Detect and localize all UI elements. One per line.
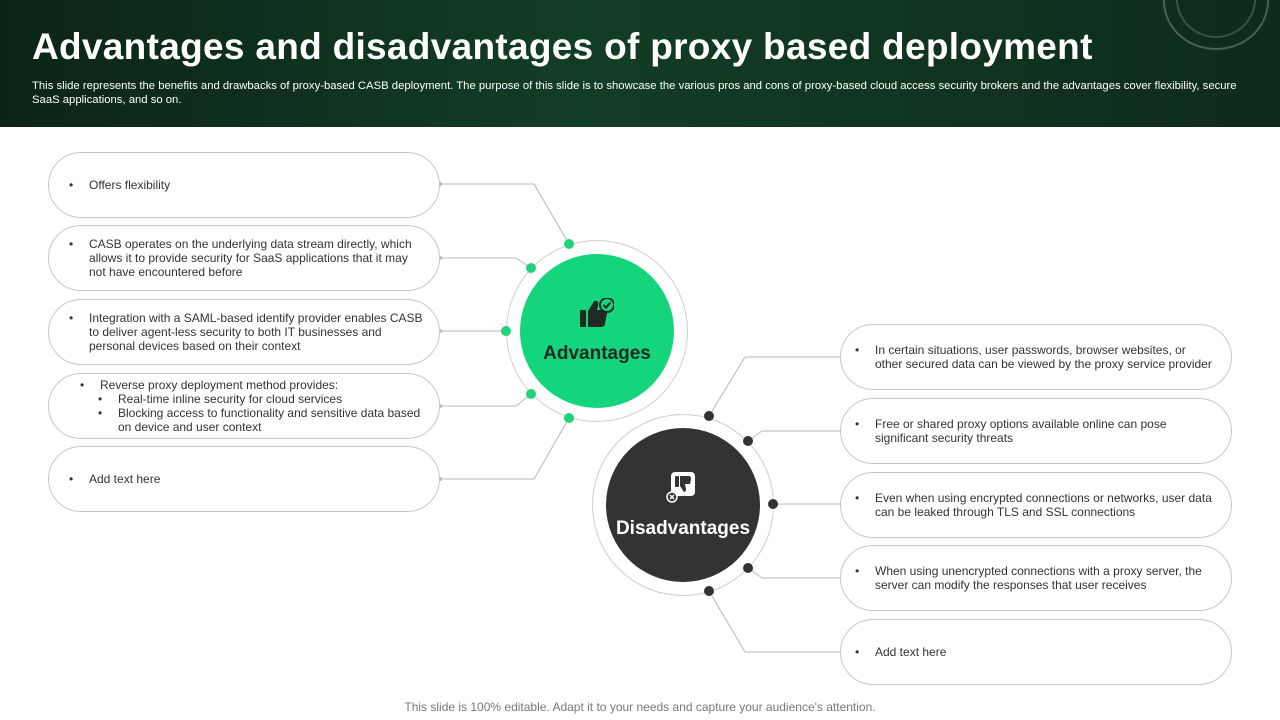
connector-adv-5 — [440, 417, 570, 480]
disadvantage-text: Even when using encrypted connections or… — [855, 491, 1215, 519]
advantage-text: Integration with a SAML-based identify p… — [69, 311, 423, 353]
advantage-item-2: CASB operates on the underlying data str… — [48, 225, 440, 291]
disadvantage-item-1: In certain situations, user passwords, b… — [840, 324, 1232, 390]
thumbs-down-x-icon — [666, 471, 700, 508]
advantages-label: Advantages — [543, 342, 651, 364]
connector-dis-2 — [747, 430, 843, 442]
disadvantage-item-5[interactable]: Add text here — [840, 619, 1232, 685]
connector-dis-4 — [747, 567, 843, 579]
page-title: Advantages and disadvantages of proxy ba… — [32, 26, 1093, 67]
thumbs-up-check-icon — [580, 296, 615, 333]
connector-dot — [768, 499, 778, 509]
disadvantage-item-3: Even when using encrypted connections or… — [840, 472, 1232, 538]
connector-adv-1 — [440, 183, 570, 245]
disadvantages-circle: Disadvantages — [606, 428, 760, 582]
add-text-placeholder[interactable]: Add text here — [855, 645, 946, 659]
disadvantage-item-4: When using unencrypted connections with … — [840, 545, 1232, 611]
connector-adv-2 — [440, 257, 532, 269]
advantages-circle: Advantages — [520, 254, 674, 408]
connector-dot — [526, 389, 536, 399]
disadvantages-label: Disadvantages — [615, 517, 751, 539]
connector-dot — [704, 586, 714, 596]
disadvantage-text: When using unencrypted connections with … — [855, 564, 1215, 592]
advantage-item-3: Integration with a SAML-based identify p… — [48, 299, 440, 365]
advantage-text: Reverse proxy deployment method provides… — [69, 378, 423, 392]
advantage-item-5[interactable]: Add text here — [48, 446, 440, 512]
footer-note: This slide is 100% editable. Adapt it to… — [404, 700, 876, 714]
disadvantage-text: In certain situations, user passwords, b… — [855, 343, 1215, 371]
connector-dot — [704, 411, 714, 421]
add-text-placeholder[interactable]: Add text here — [69, 472, 160, 486]
advantage-item-1: Offers flexibility — [48, 152, 440, 218]
connector-dis-5 — [708, 590, 843, 653]
page-subtitle: This slide represents the benefits and d… — [32, 80, 1237, 106]
connector-dis-1 — [708, 356, 843, 417]
disadvantage-text: Free or shared proxy options available o… — [855, 417, 1215, 445]
advantage-item-4: Reverse proxy deployment method provides… — [48, 373, 440, 439]
connector-adv-4 — [440, 393, 532, 407]
header-banner: Advantages and disadvantages of proxy ba… — [0, 0, 1280, 127]
advantage-text: CASB operates on the underlying data str… — [69, 237, 423, 279]
connector-dot — [564, 413, 574, 423]
disadvantage-item-2: Free or shared proxy options available o… — [840, 398, 1232, 464]
connector-dot — [743, 563, 753, 573]
connector-dot — [743, 436, 753, 446]
connector-dot — [564, 239, 574, 249]
connector-dot — [526, 263, 536, 273]
advantage-subtext: Real-time inline security for cloud serv… — [69, 392, 423, 406]
advantage-subtext: Blocking access to functionality and sen… — [69, 406, 423, 434]
connector-dot — [501, 326, 511, 336]
advantage-text: Offers flexibility — [69, 178, 170, 192]
